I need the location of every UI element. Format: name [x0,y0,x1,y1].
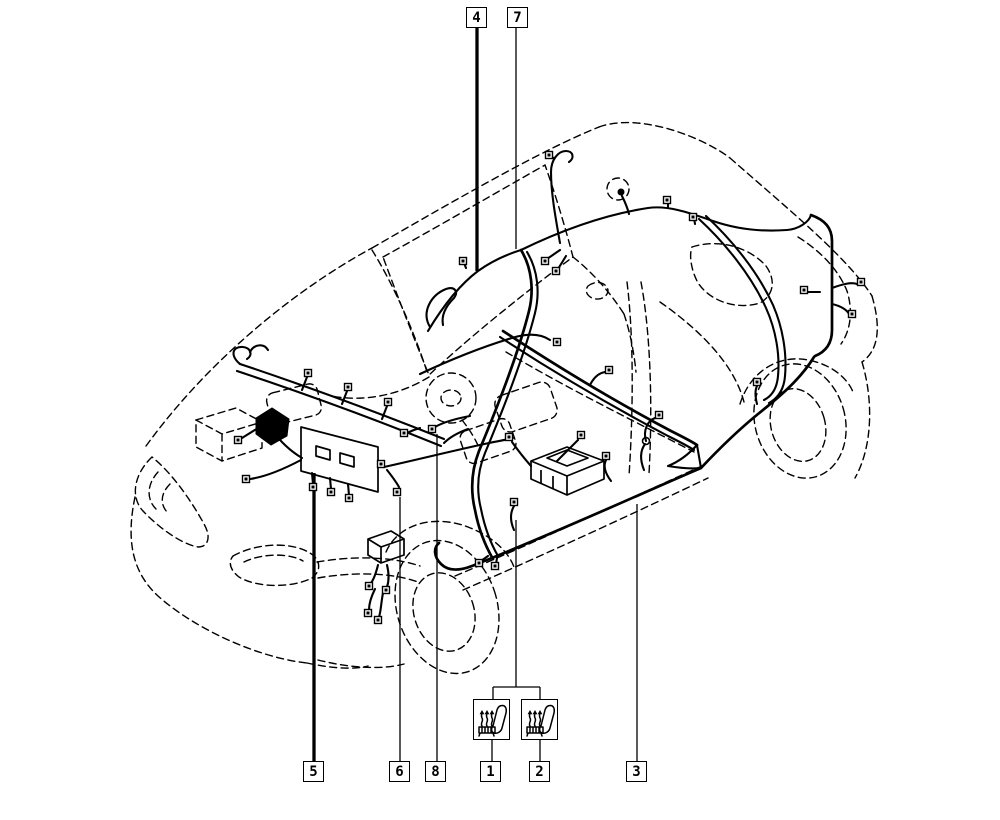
wire-connector-icon [551,266,561,276]
wiring-harnesses [232,149,859,619]
callout-3[interactable]: 3 [626,761,647,782]
wire-connector-icon [343,382,353,392]
callout-4-label: 4 [472,9,481,26]
callout-1[interactable]: 1 [480,761,501,782]
leader-lines [312,28,638,761]
leader-bracket-seats [491,520,541,761]
callout-2[interactable]: 2 [529,761,550,782]
wire-connector-icon [604,365,614,375]
callout-2-label: 2 [535,763,544,780]
wire-connector-icon [427,424,437,434]
wire-connector-icon [576,430,586,440]
callout-6-label: 6 [395,763,404,780]
callout-5-label: 5 [309,763,318,780]
wire-connector-icon [303,368,313,378]
ecu-module [510,438,605,496]
wire-connector-icon [662,195,672,205]
wire-connector-icon [540,256,550,266]
wire-connector-icon [392,487,402,497]
wire-connector-icon [233,435,243,445]
engine-bay-harness [232,344,446,497]
wire-connector-icon [381,585,391,595]
pillar-kick-harness [382,248,539,566]
wire-connector-icon [504,432,514,442]
heated-seat-icon-left [473,699,510,740]
wire-connector-icon [544,150,554,160]
car-body-outline [130,121,878,675]
wire-connector-icon [373,615,383,625]
wire-connector-icon [856,277,866,287]
roof-harness [519,149,813,271]
floor-harness [433,329,816,571]
wire-connector-icon [847,309,857,319]
wire-connector-icon [241,474,251,484]
wire-connector-icon [344,493,354,503]
wire-connector-icon [399,428,409,438]
heated-seat-icon-right [521,699,558,740]
wire-connector-icon [601,451,611,461]
wire-connector-icon [364,581,374,591]
wire-connector-icon [383,397,393,407]
connector-symbols [233,150,866,625]
wire-connector-icon [308,482,318,492]
callout-8-label: 8 [431,763,440,780]
wire-connector-icon [552,337,562,347]
wire-connector-icon [326,487,336,497]
wire-connector-icon [509,497,519,507]
callout-5[interactable]: 5 [303,761,324,782]
callout-4[interactable]: 4 [466,7,487,28]
wire-connector-icon [654,410,664,420]
wire-connector-icon [688,212,698,222]
wire-connector-icon [799,285,809,295]
wire-connector-icon [490,561,500,571]
callout-3-label: 3 [632,763,641,780]
callout-8[interactable]: 8 [425,761,446,782]
wire-connector-icon [752,377,762,387]
wire-connector-icon [474,558,484,568]
wire-connector-icon [363,608,373,618]
wire-connector-icon [376,459,386,469]
rear-harness [697,213,859,405]
callout-6[interactable]: 6 [389,761,410,782]
callout-1-label: 1 [486,763,495,780]
callout-7-label: 7 [513,9,522,26]
wire-connector-icon [458,256,468,266]
callout-7[interactable]: 7 [507,7,528,28]
